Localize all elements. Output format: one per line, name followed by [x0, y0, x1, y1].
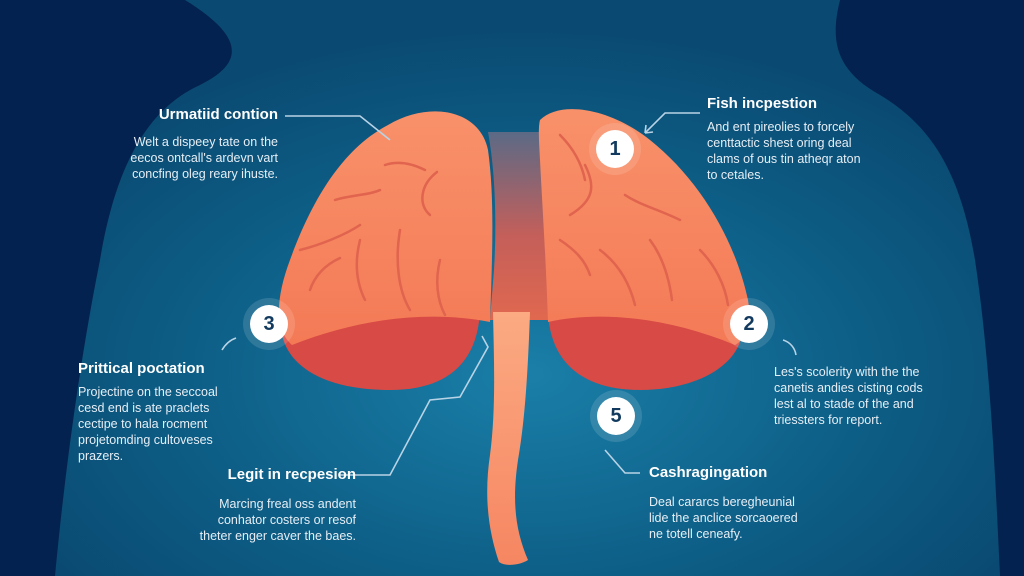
callout-body: Les's scolerity with the the canetis and… — [774, 364, 923, 428]
trachea-tube — [487, 312, 530, 565]
callout-line: lest al to stade of the and — [774, 397, 914, 411]
callout-title: Fish incpestion — [707, 95, 818, 112]
callout-line: Marcing freal oss andent — [219, 497, 356, 511]
badge-number: 2 — [743, 312, 755, 335]
callout-line: And ent pireolies to forcely — [707, 120, 855, 134]
callout-body: Deal cararcs beregheunial lide the ancli… — [649, 494, 798, 542]
connector-mid-left — [221, 337, 237, 351]
marker-badge-1[interactable]: 1 — [596, 130, 634, 168]
callout-line: clams of ous tin atheqr aton — [707, 152, 861, 166]
callout-body: Projectine on the seccoal cesd end is at… — [78, 384, 218, 464]
right-lung-veins — [558, 133, 730, 307]
connector-lines — [221, 112, 797, 476]
callout-line: Projectine on the seccoal — [78, 385, 218, 399]
callout-line: eecos ontcall's ardevn vart — [130, 151, 278, 165]
connector-top-right — [644, 112, 700, 134]
callout-line: cectipe to hala rocment — [78, 417, 208, 431]
callout-line: concfing oleg reary ihuste. — [132, 167, 278, 181]
callout-line: canetis andies cisting cods — [774, 381, 923, 395]
callout-line: conhator costers or resof — [217, 513, 356, 527]
callout-line: projetomding cultoveses — [78, 433, 213, 447]
callout-line: to cetales. — [707, 168, 764, 182]
callout-body: Marcing freal oss andent conhator coster… — [200, 496, 356, 544]
connector-bottom-left — [340, 335, 489, 476]
callout-top-left: Urmatiid contion Welt a dispeey tate on … — [130, 106, 278, 182]
marker-badge-5[interactable]: 5 — [597, 397, 635, 435]
marker-badge-3[interactable]: 3 — [250, 305, 288, 343]
callout-body: And ent pireolies to forcely centtactic … — [707, 119, 861, 183]
callout-bottom-left: Legit in recpesion Marcing freal oss and… — [200, 466, 356, 544]
callout-line: cesd end is ate praclets — [78, 401, 210, 415]
right-lung — [538, 109, 750, 345]
left-lung-veins — [298, 161, 447, 317]
badge-number: 1 — [609, 137, 621, 160]
callout-title: Urmatiid contion — [158, 106, 278, 123]
callout-mid-left: Prittical poctation Projectine on the se… — [78, 360, 218, 464]
connector-top-left — [285, 115, 391, 141]
callout-line: ne totell ceneafy. — [649, 527, 743, 541]
callout-line: Welt a dispeey tate on the — [133, 135, 278, 149]
callout-line: lide the anclice sorcaoered — [649, 511, 798, 525]
connector-bottom-right — [604, 449, 640, 474]
arrowhead-icon — [644, 124, 654, 134]
left-lung — [278, 111, 493, 346]
callout-line: prazers. — [78, 449, 124, 463]
marker-badge-2[interactable]: 2 — [730, 305, 768, 343]
callout-line: centtactic shest oring deal — [707, 136, 852, 150]
callout-line: theter enger caver the baes. — [199, 529, 356, 543]
callout-line: Deal cararcs beregheunial — [649, 495, 795, 509]
badge-number: 5 — [610, 404, 622, 427]
callout-title: Cashragingation — [649, 464, 768, 481]
connector-mid-right — [782, 339, 797, 356]
callout-line: Les's scolerity with the the — [774, 365, 920, 379]
callout-title: Prittical poctation — [78, 360, 205, 377]
callout-mid-right: Les's scolerity with the the canetis and… — [774, 364, 923, 428]
mediastinum — [488, 132, 555, 320]
callout-title: Legit in recpesion — [227, 466, 356, 483]
callout-top-right: Fish incpestion And ent pireolies to for… — [707, 95, 861, 183]
badge-number: 3 — [263, 312, 275, 335]
callout-body: Welt a dispeey tate on the eecos ontcall… — [130, 134, 278, 182]
callout-line: triessters for report. — [774, 413, 883, 427]
callout-bottom-right: Cashragingation Deal cararcs beregheunia… — [649, 464, 798, 542]
